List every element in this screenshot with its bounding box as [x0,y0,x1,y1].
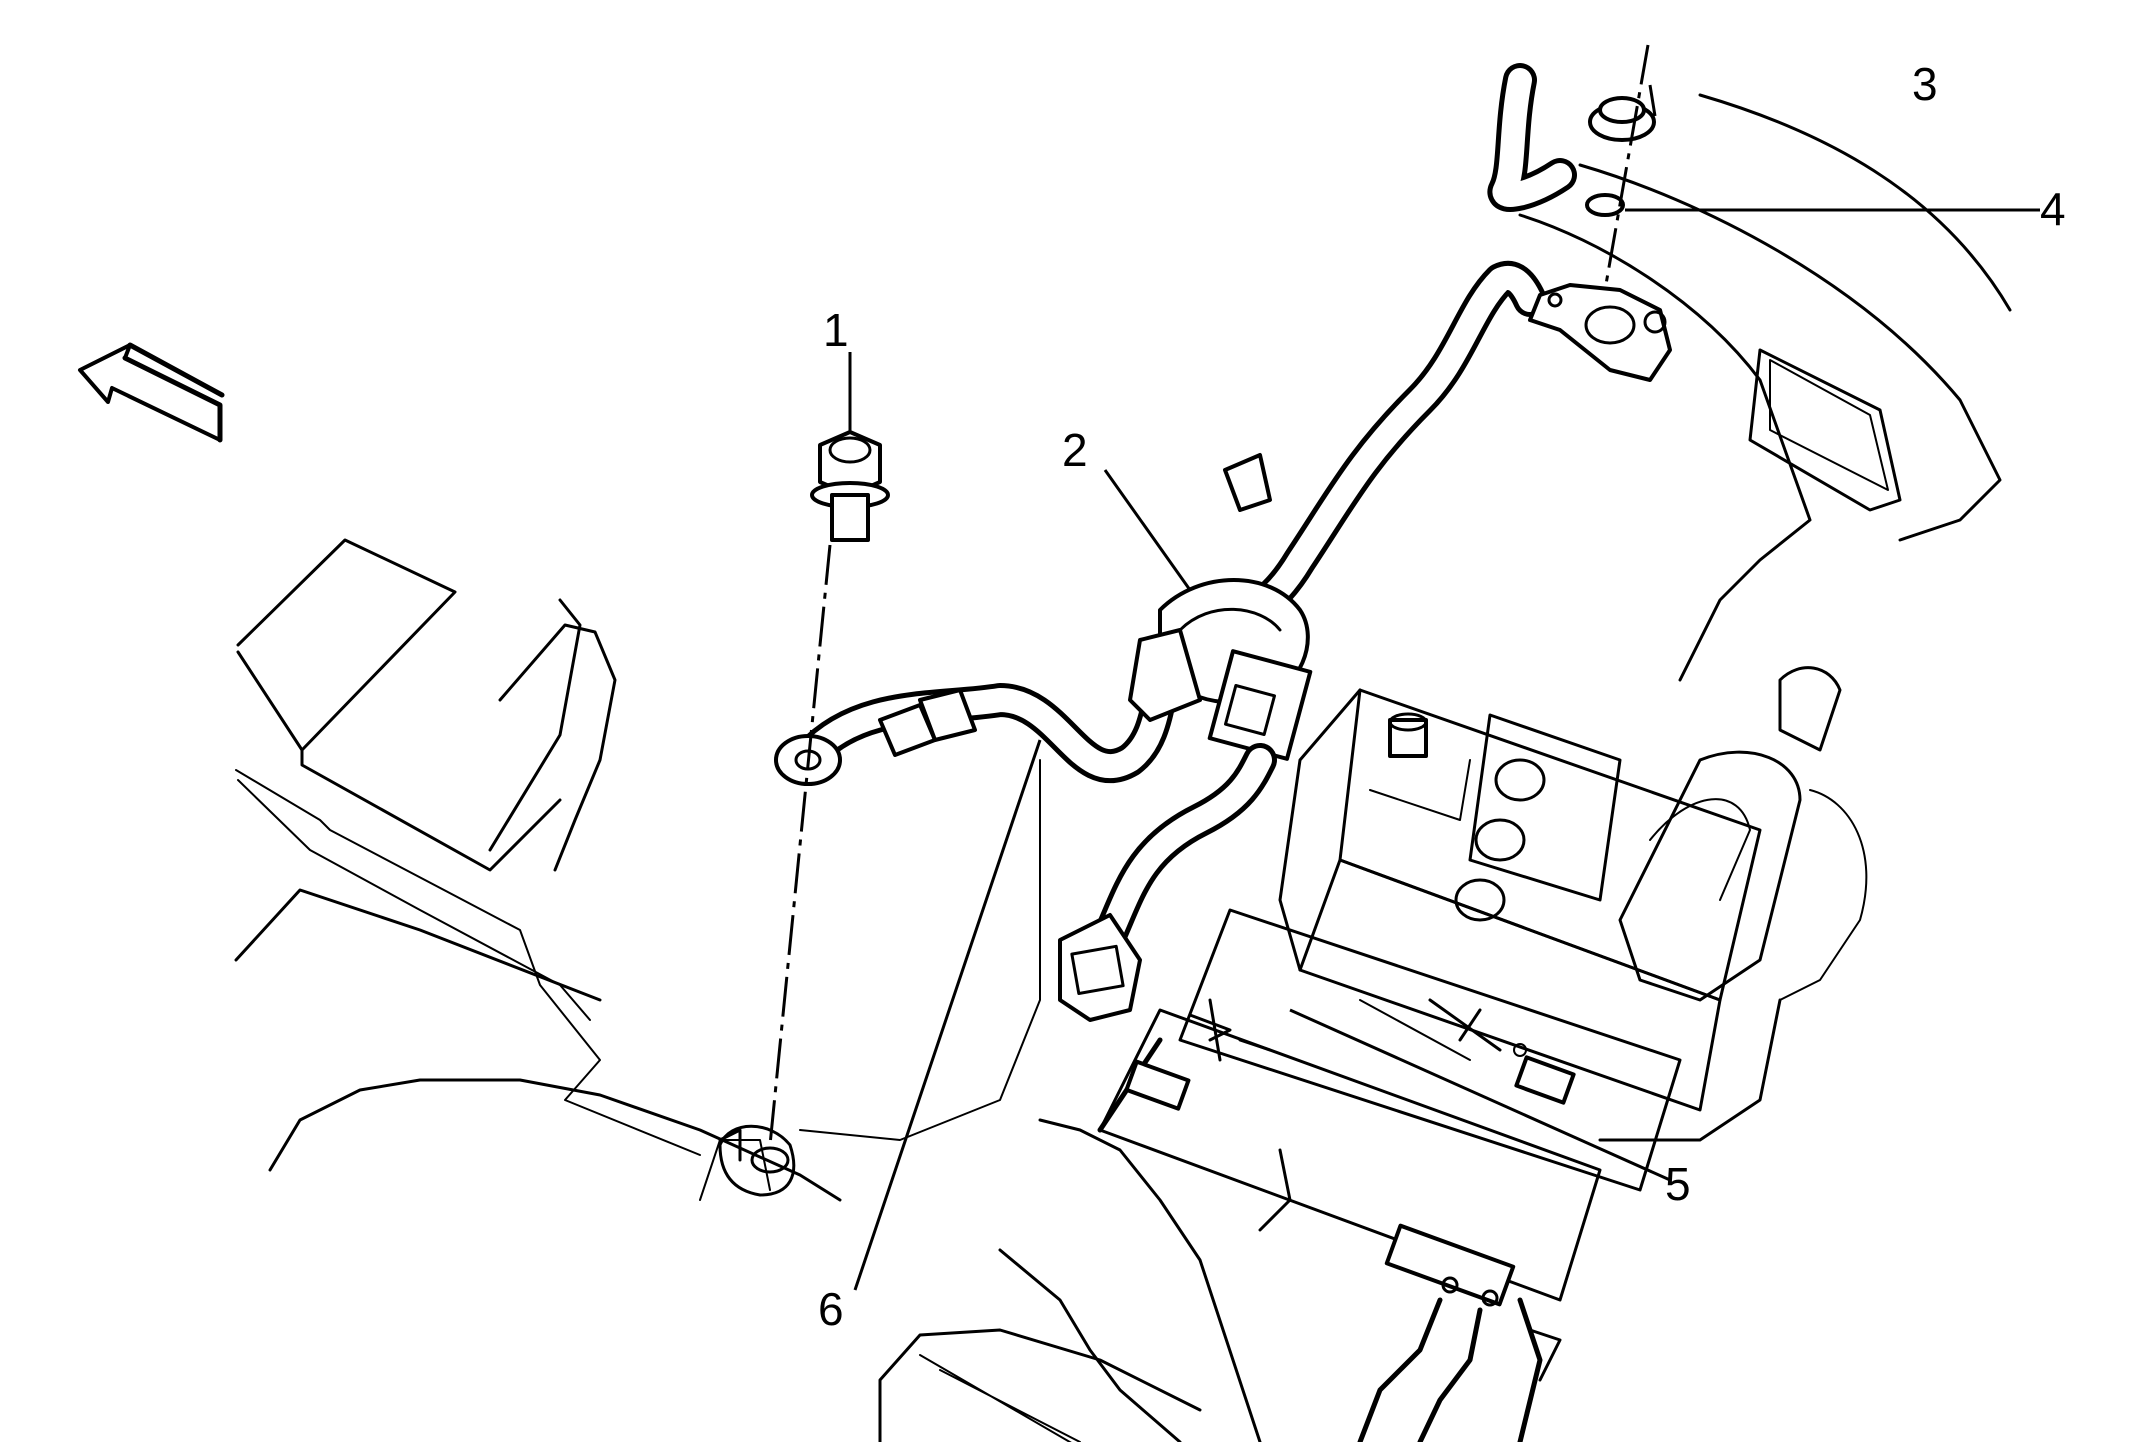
install-centerlines [768,44,1650,1146]
bolt-1 [810,430,890,542]
washer-4 [1585,193,1625,217]
callout-5: 5 [1665,1158,1691,1210]
callout-4: 4 [2040,183,2066,235]
battery [1097,688,1762,1302]
direction-arrow-icon [78,342,225,443]
upper-wire [1487,63,1577,212]
callout-3: 3 [1912,58,1938,110]
callout-leaders [848,84,2040,1291]
upper-panel-outlines [1518,93,2012,1142]
mounting-stud [718,1124,796,1197]
battery-cable [774,261,1672,786]
wiring-harness [1058,743,1277,1022]
lower-terminals [1357,1223,1562,1442]
callout-1: 1 [823,304,849,356]
callout-2: 2 [1062,424,1088,476]
nut-3 [1588,96,1656,142]
body-panel-outlines [234,538,1262,1442]
callout-6: 6 [818,1283,844,1335]
